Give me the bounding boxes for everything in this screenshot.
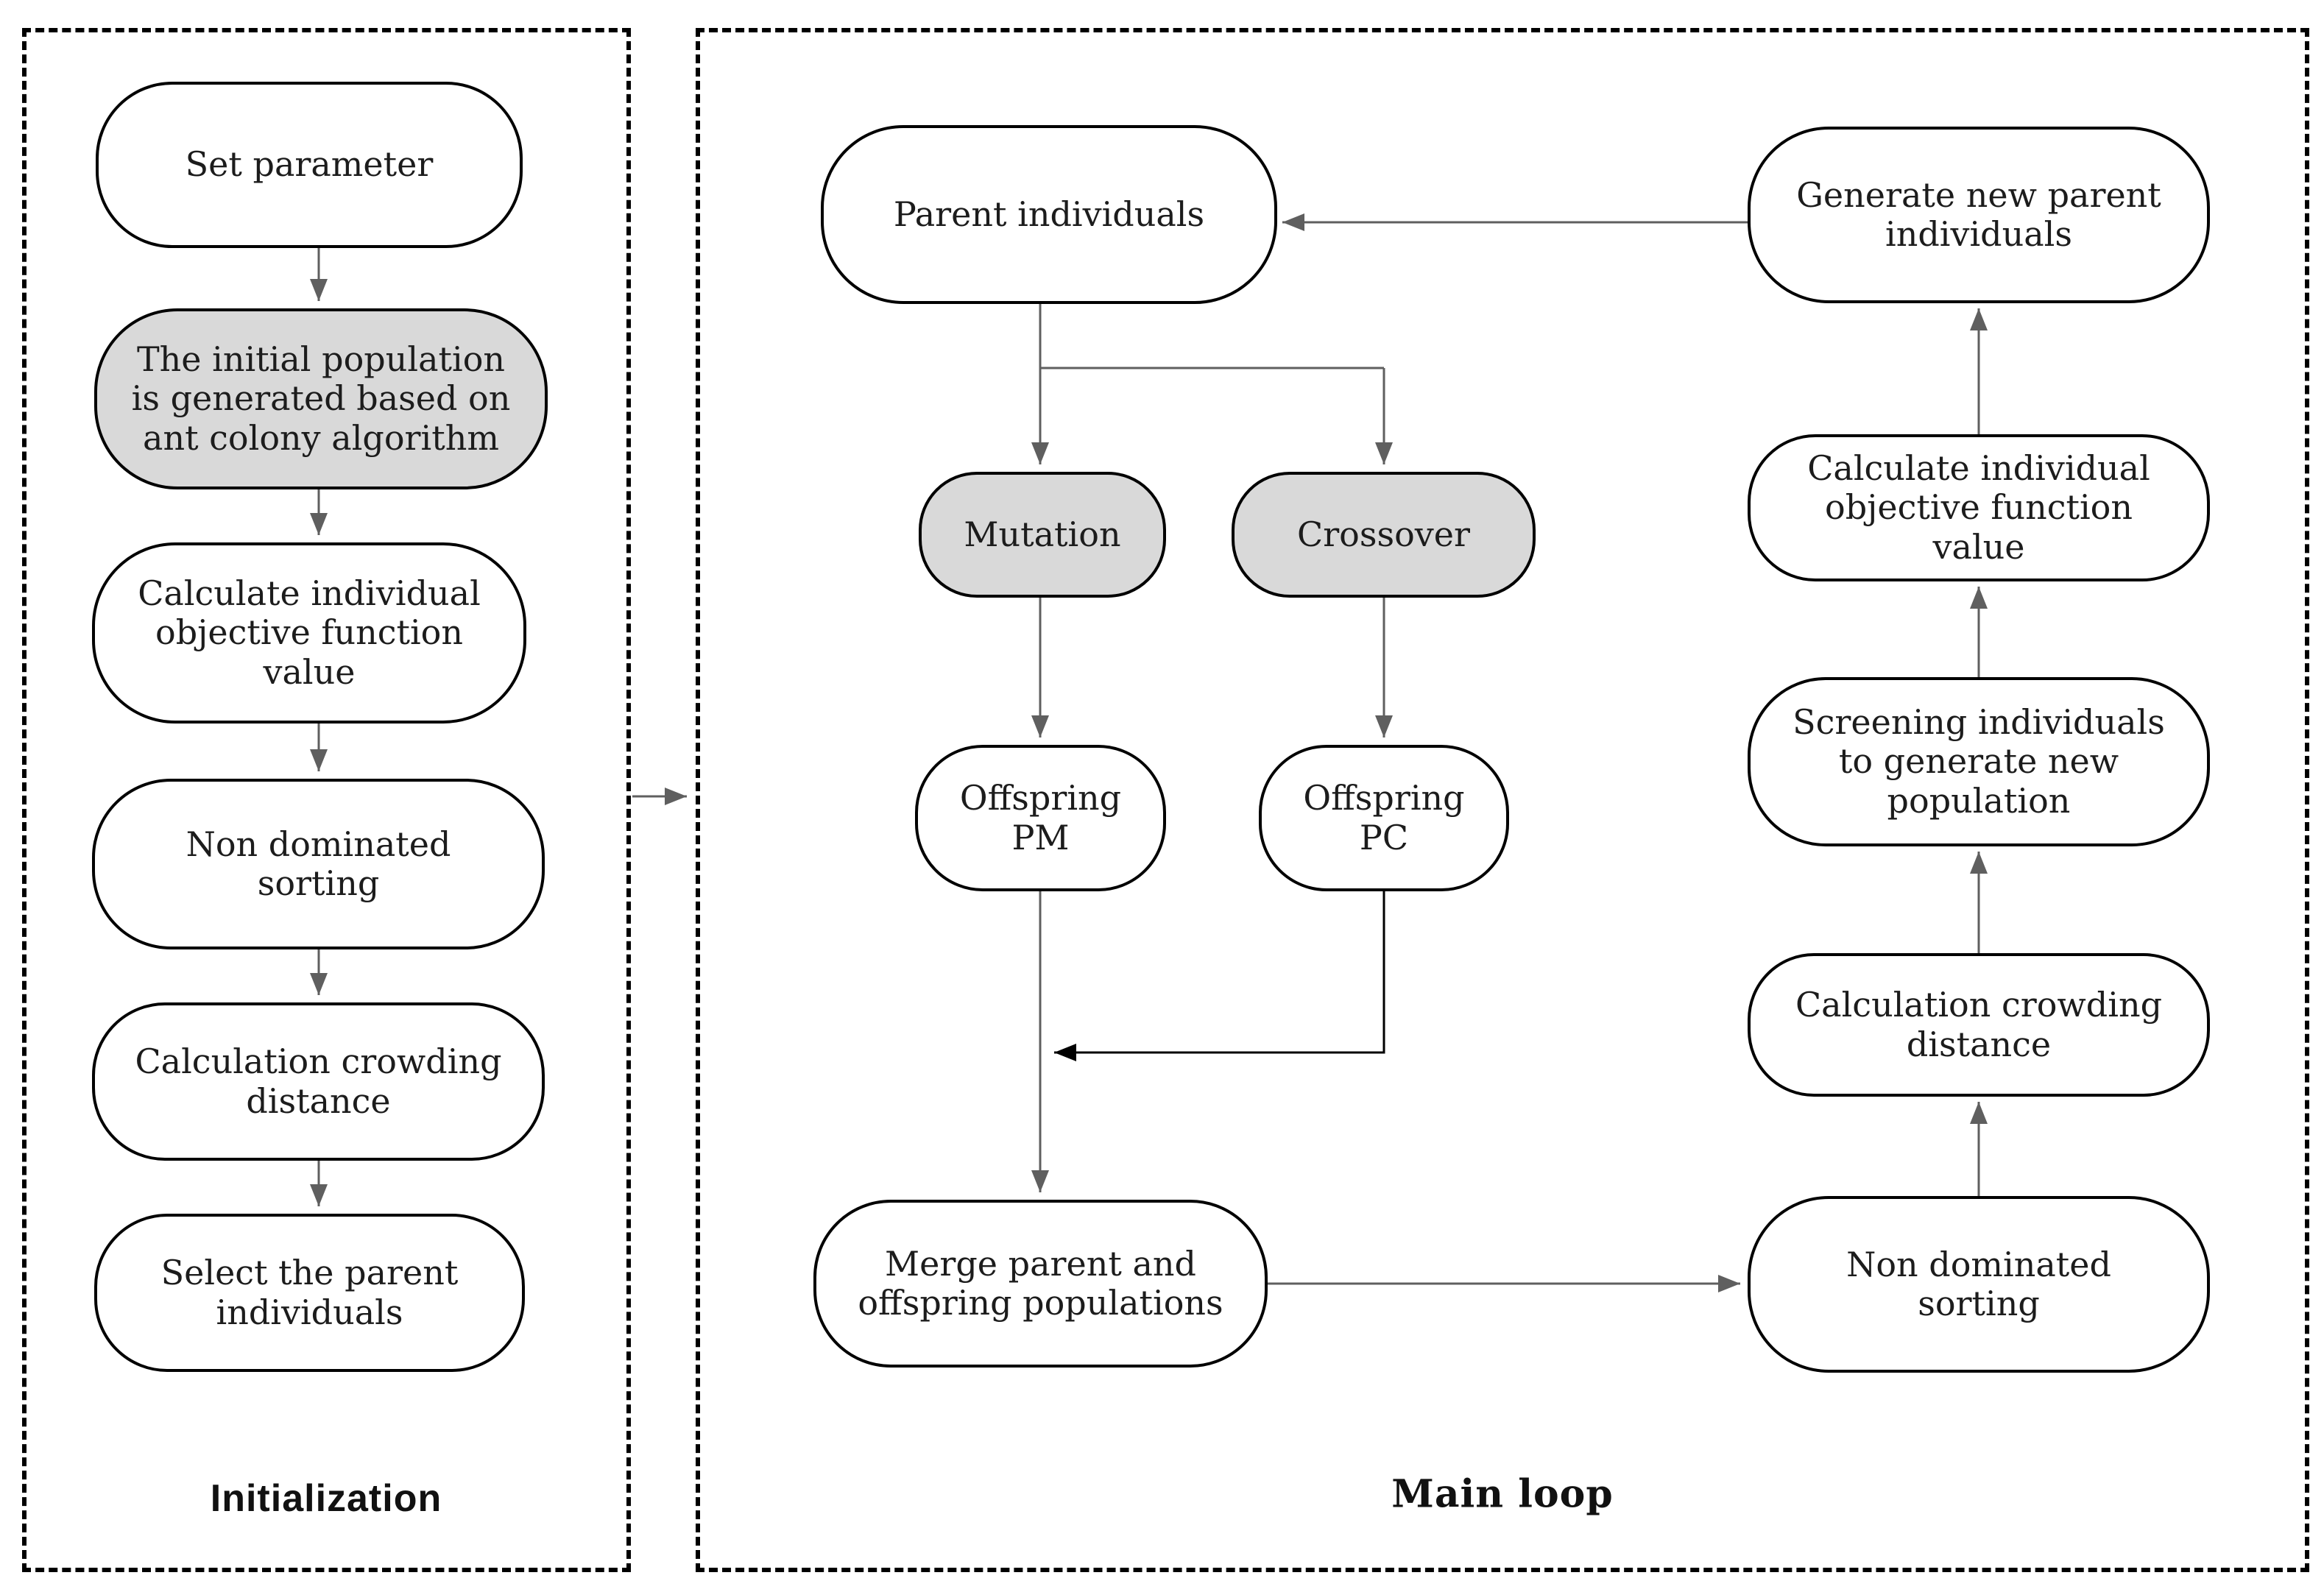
- node-set-parameter: Set parameter: [96, 82, 523, 248]
- node-generate-new-parent: Generate new parent individuals: [1748, 127, 2210, 303]
- node-label: Calculation crowding distance: [135, 1041, 502, 1121]
- node-parent-individuals: Parent individuals: [821, 125, 1277, 304]
- node-crowding-distance-main: Calculation crowding distance: [1748, 953, 2210, 1097]
- node-merge-populations: Merge parent and offspring populations: [813, 1200, 1268, 1368]
- node-mutation: Mutation: [919, 472, 1166, 598]
- node-offspring-pc: Offspring PC: [1259, 745, 1509, 891]
- node-label: Offspring PC: [1303, 778, 1465, 857]
- node-label: Non dominated sorting: [1846, 1244, 2111, 1323]
- node-label: Mutation: [964, 514, 1121, 554]
- node-crossover: Crossover: [1232, 472, 1536, 598]
- node-label: Crossover: [1297, 514, 1470, 554]
- node-label: Calculate individual objective function …: [1807, 447, 2150, 567]
- node-calculate-objective-init: Calculate individual objective function …: [92, 542, 526, 724]
- node-crowding-distance-init: Calculation crowding distance: [92, 1002, 545, 1161]
- node-label: Merge parent and offspring populations: [858, 1243, 1223, 1323]
- node-label: Calculate individual objective function …: [138, 573, 481, 692]
- node-screening-individuals: Screening individuals to generate new po…: [1748, 677, 2210, 846]
- node-label: Offspring PM: [959, 778, 1122, 857]
- node-non-dominated-sorting-init: Non dominated sorting: [92, 779, 545, 949]
- node-calculate-objective-main: Calculate individual objective function …: [1748, 434, 2210, 581]
- initialization-panel-label: Initialization: [210, 1477, 442, 1520]
- node-select-parent-individuals: Select the parent individuals: [94, 1214, 525, 1372]
- node-label: Set parameter: [185, 144, 434, 185]
- node-offspring-pm: Offspring PM: [915, 745, 1166, 891]
- node-label: Generate new parent individuals: [1796, 174, 2161, 254]
- node-label: Screening individuals to generate new po…: [1793, 701, 2165, 821]
- initialization-panel-border: [22, 28, 631, 1572]
- node-label: Calculation crowding distance: [1795, 985, 2163, 1064]
- main-loop-panel-border: [696, 28, 2309, 1572]
- node-label: Select the parent individuals: [160, 1253, 459, 1332]
- node-label: The initial population is generated base…: [131, 339, 511, 458]
- node-initial-population: The initial population is generated base…: [94, 308, 548, 489]
- main-loop-panel-label: Main loop: [1391, 1471, 1614, 1517]
- node-non-dominated-sorting-main: Non dominated sorting: [1748, 1196, 2210, 1373]
- node-label: Parent individuals: [893, 194, 1205, 234]
- node-label: Non dominated sorting: [186, 824, 451, 903]
